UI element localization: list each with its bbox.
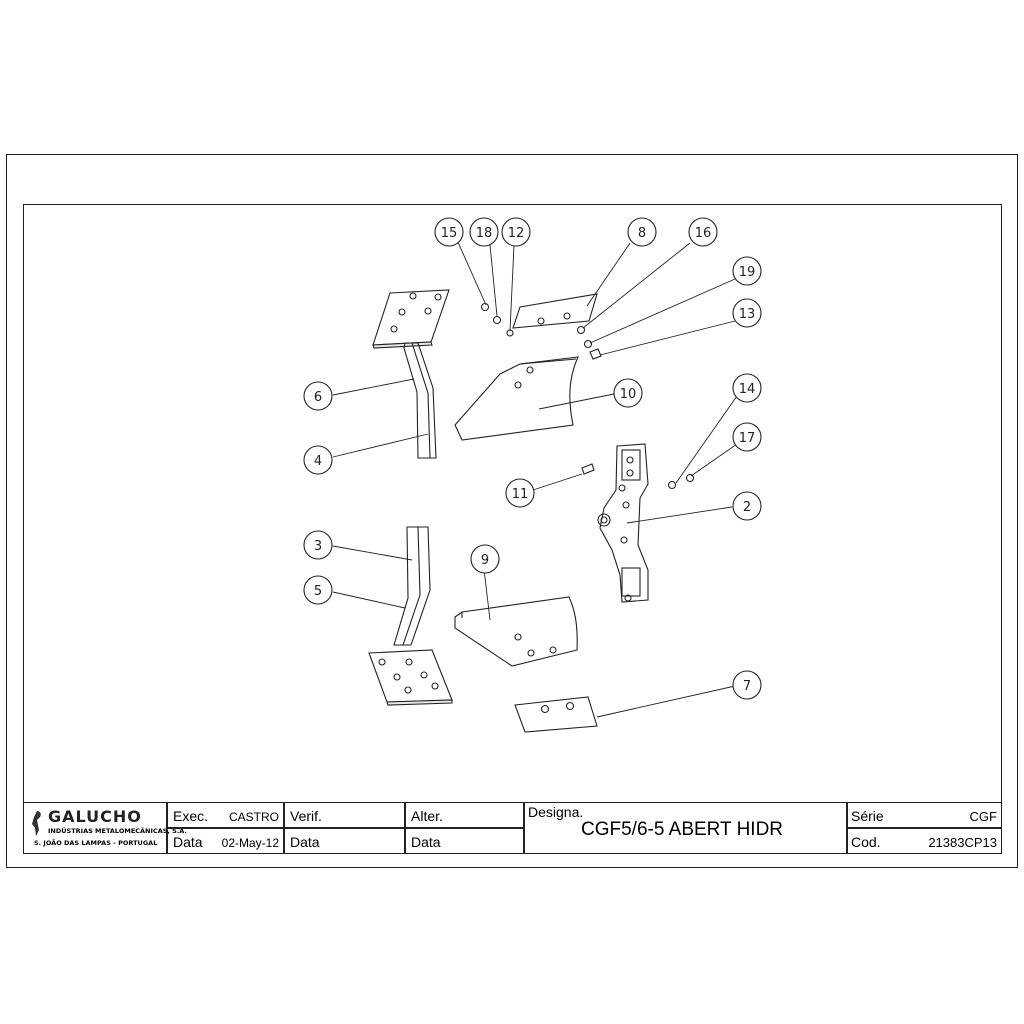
alter-label: Alter. (411, 808, 443, 824)
balloon-15: 15 (441, 226, 458, 241)
balloon-19: 19 (739, 265, 756, 280)
exec-label: Exec. (173, 808, 209, 824)
cod-cell: Cod. 21383CP13 (847, 828, 1002, 854)
part-6-upper-plate (372, 289, 450, 349)
designation-value: CGF5/6-5 ABERT HIDR (581, 819, 784, 840)
part-10-upper-share (454, 356, 579, 441)
galucho-logo-icon (32, 811, 41, 836)
balloon-3: 3 (314, 539, 322, 554)
balloon-18: 18 (476, 226, 493, 241)
part-8-top-blade (512, 293, 598, 329)
date-label: Data (173, 834, 203, 850)
balloon-6: 6 (314, 390, 322, 405)
exec-value: CASTRO (228, 810, 279, 824)
cod-value: 21383CP13 (928, 835, 997, 850)
hardware-upper (480, 302, 602, 360)
balloon-16: 16 (695, 226, 712, 241)
designation-label: Designa. (528, 804, 584, 820)
part-9-lower-share (454, 596, 578, 667)
part-4-upper-standard (403, 342, 437, 459)
part-5-lower-plate (368, 649, 453, 706)
balloon-17: 17 (739, 431, 756, 446)
balloon-circles (303, 217, 762, 700)
balloon-14: 14 (739, 382, 756, 397)
balloon-9: 9 (481, 553, 489, 568)
designation-cell: Designa. CGF5/6-5 ABERT HIDR (524, 802, 847, 854)
serie-label: Série (851, 808, 884, 824)
verif-date-cell: Data (284, 828, 405, 854)
balloon-4: 4 (314, 454, 322, 469)
balloon-13: 13 (739, 307, 756, 322)
verif-label: Verif. (290, 808, 322, 824)
balloon-2: 2 (743, 500, 751, 515)
balloon-labels: 15 18 12 8 16 19 13 6 10 4 14 17 11 2 3 … (314, 226, 755, 694)
title-block: GALUCHO INDÚSTRIAS METALOMECÂNICAS, S.A.… (23, 802, 1002, 854)
balloon-11: 11 (512, 487, 529, 502)
balloon-7: 7 (743, 679, 751, 694)
part-3-lower-standard (393, 526, 431, 646)
balloon-10: 10 (620, 387, 637, 402)
date-value: 02-May-12 (221, 836, 279, 850)
serie-cell: Série CGF (847, 802, 1002, 828)
verif-date-label: Data (290, 834, 320, 850)
alter-cell: Alter. (405, 802, 524, 828)
hardware-right (581, 463, 695, 490)
alter-date-cell: Data (405, 828, 524, 854)
part-7-lower-blade (514, 696, 598, 733)
outer-frame (6, 154, 1018, 868)
company-name: GALUCHO (48, 807, 142, 826)
part-2-bracket (597, 443, 649, 603)
cod-label: Cod. (851, 834, 881, 850)
company-line2: S. JOÃO DAS LAMPAS - PORTUGAL (34, 839, 158, 847)
logo-cell: GALUCHO INDÚSTRIAS METALOMECÂNICAS, S.A.… (23, 802, 187, 854)
company-line1: INDÚSTRIAS METALOMECÂNICAS, S.A. (48, 827, 187, 835)
alter-date-label: Data (411, 834, 441, 850)
verif-cell: Verif. (284, 802, 405, 828)
exec-date-cell: Data 02-May-12 (167, 828, 284, 854)
balloon-5: 5 (314, 584, 322, 599)
serie-value: CGF (969, 809, 997, 824)
balloon-12: 12 (508, 226, 525, 241)
leader-lines (332, 239, 738, 718)
balloon-8: 8 (638, 226, 646, 241)
exec-cell: Exec. CASTRO (167, 802, 284, 828)
